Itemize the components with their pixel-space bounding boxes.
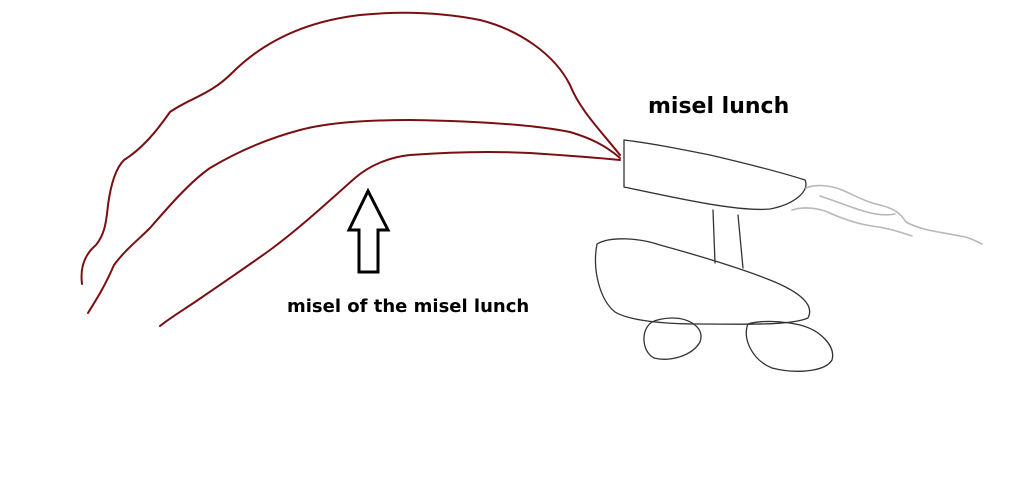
smoke-trail-3	[819, 195, 896, 216]
missile-launcher	[594, 139, 834, 372]
missile-trajectories	[80, 11, 621, 327]
trajectory-inner	[159, 150, 621, 327]
trajectory-middle	[87, 119, 621, 314]
smoke-trail-2	[791, 207, 913, 237]
launcher-barrel	[623, 139, 807, 211]
launcher-wheel-left	[643, 317, 702, 360]
exhaust-smoke	[791, 184, 983, 245]
trajectory-outer	[80, 11, 621, 285]
launcher-wheel-right	[745, 320, 834, 372]
smoke-trail-1	[805, 184, 983, 245]
missile-caption-label: misel of the misel lunch	[287, 296, 530, 317]
launcher-mast	[712, 209, 744, 269]
launcher-body	[594, 238, 811, 325]
launcher-name-label: misel lunch	[648, 94, 790, 119]
up-arrow-icon	[346, 187, 391, 274]
